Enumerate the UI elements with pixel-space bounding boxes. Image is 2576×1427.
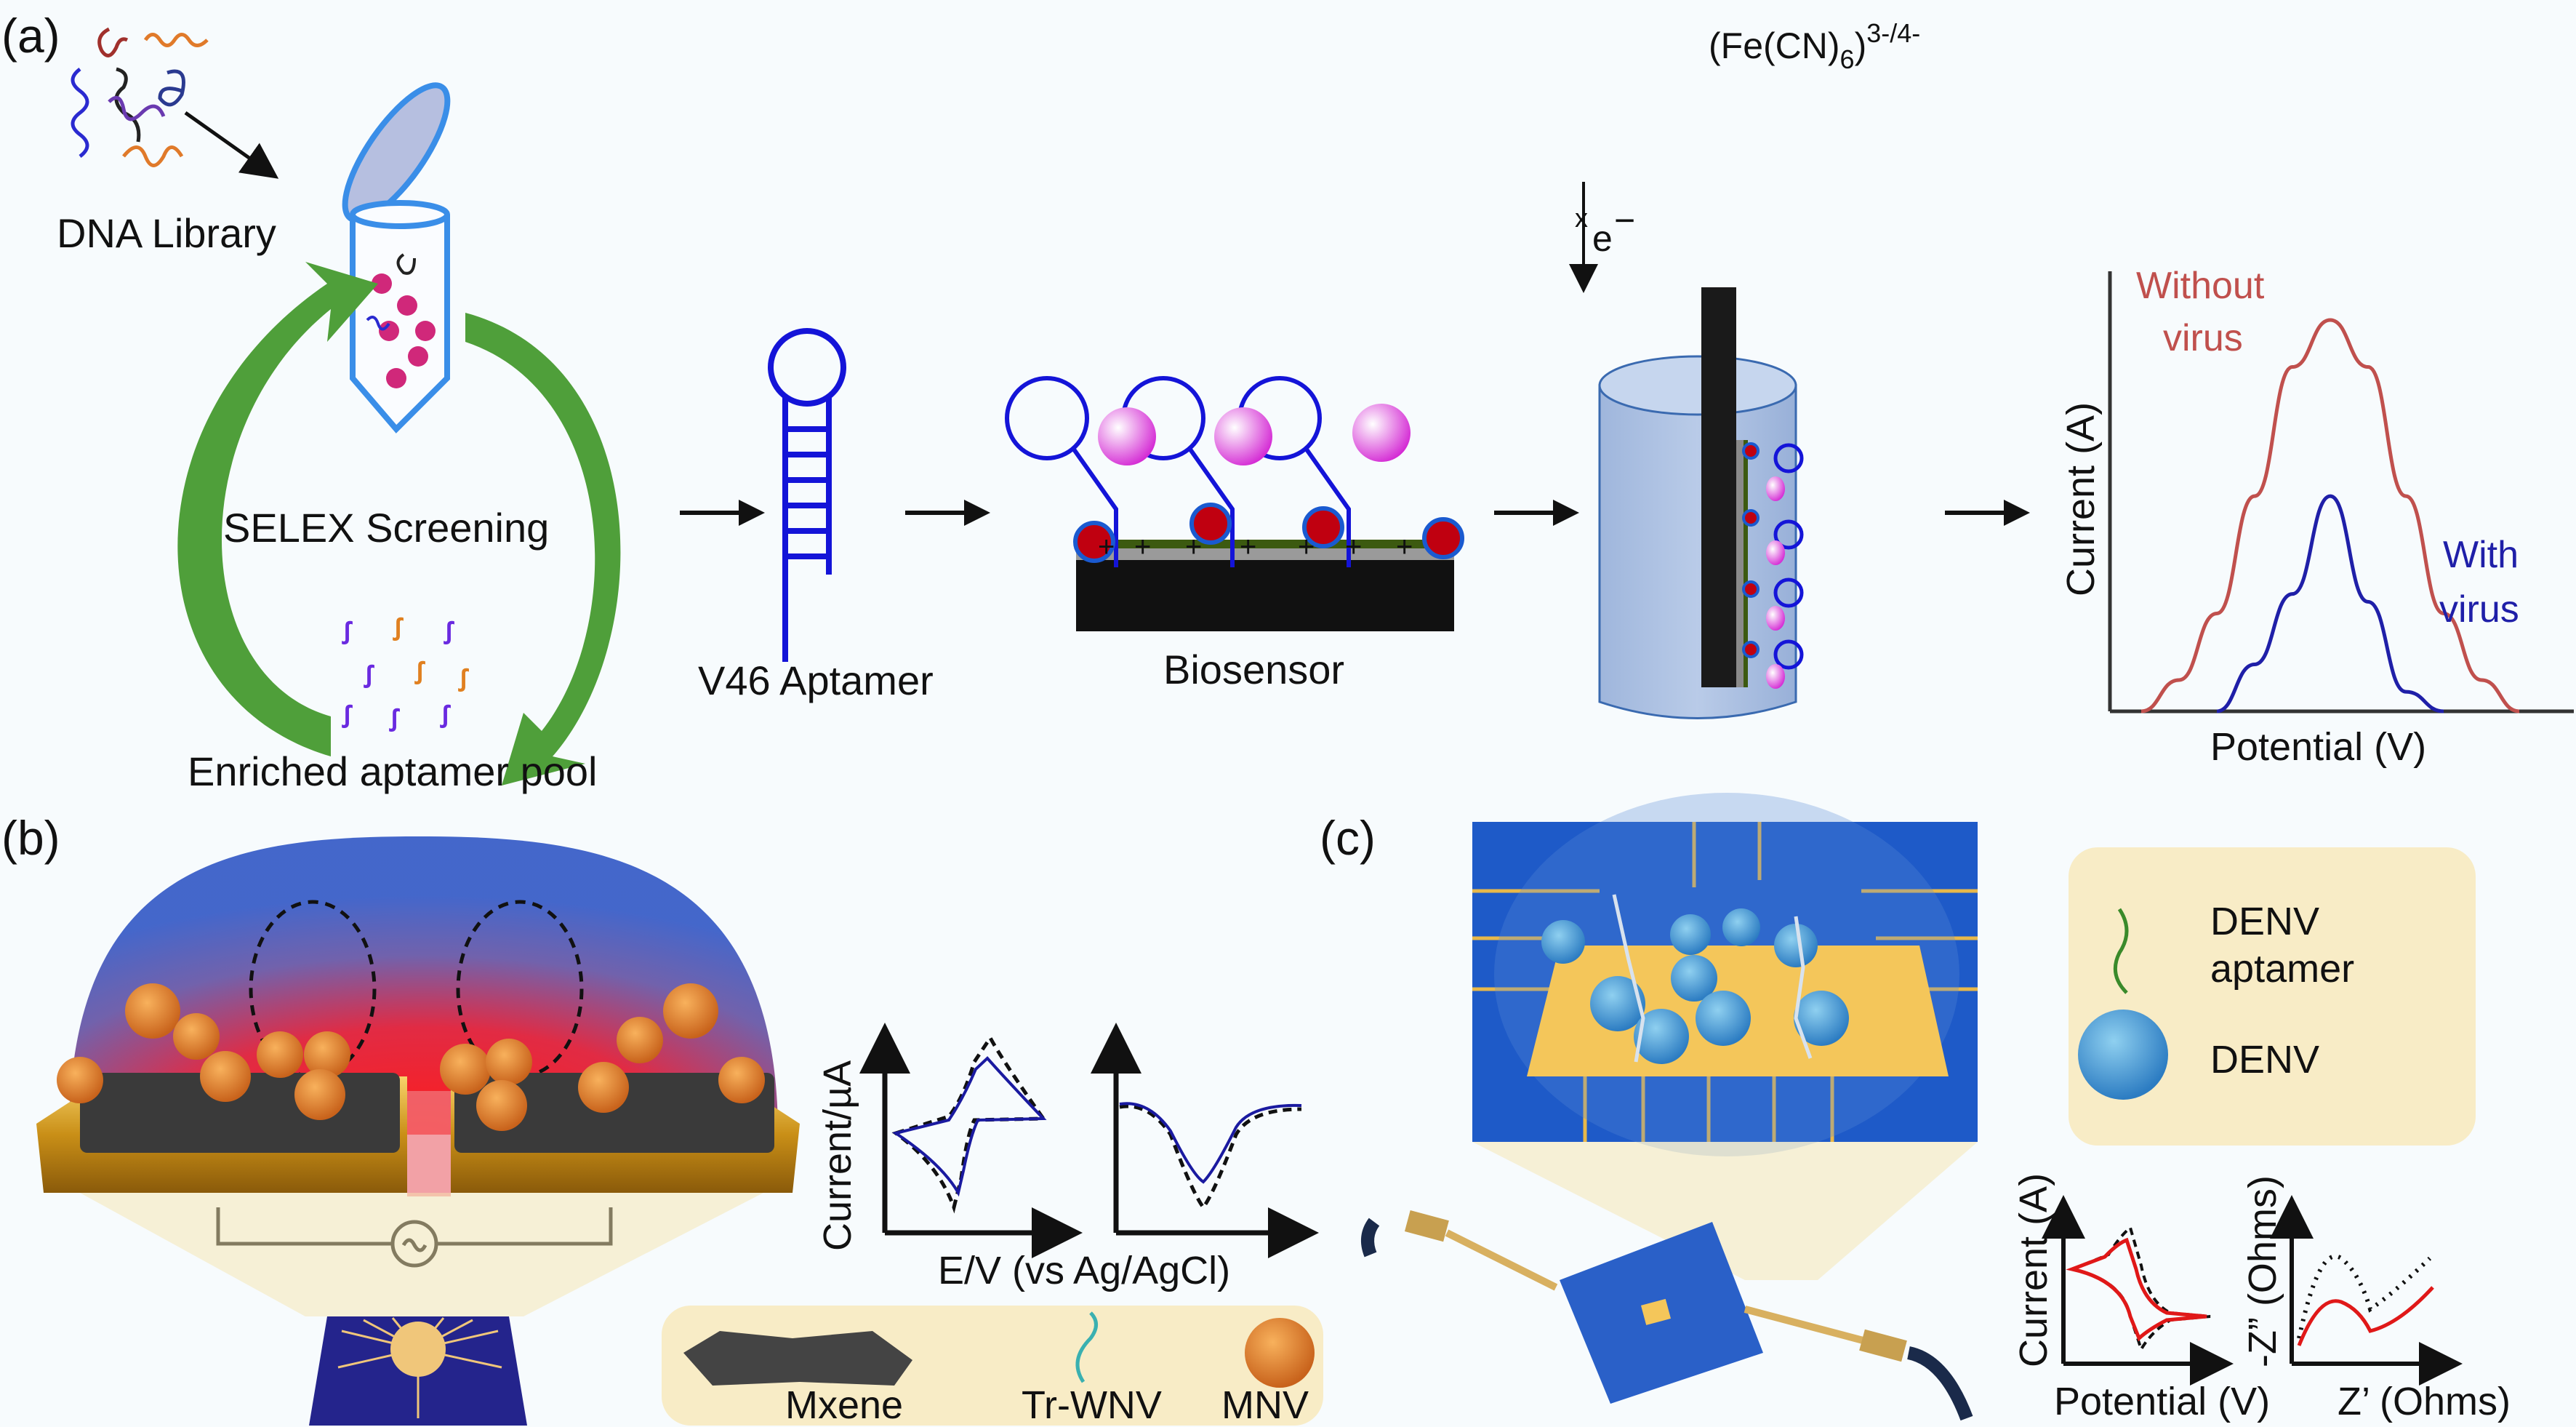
x-axis-label: Potential (V) (2210, 725, 2426, 769)
selex-label: SELEX Screening (223, 505, 549, 551)
cv-curve-solid (892, 1056, 1047, 1197)
svg-text:e: e (1592, 218, 1613, 259)
panel-label-b: (b) (1, 811, 60, 865)
svg-text:+: + (1396, 531, 1413, 563)
selex-cycle-arrows (177, 262, 621, 786)
field-loops (249, 900, 584, 1079)
svg-text:+: + (1098, 531, 1115, 563)
svg-text:ꭍ: ꭍ (342, 618, 353, 650)
series-with-virus (2216, 494, 2444, 714)
y-axis-label: Current (A) (2012, 1173, 2055, 1367)
panel-a: (a) DNA Library (1, 9, 2574, 794)
aptamer-label: V46 Aptamer (698, 657, 934, 703)
electrode-pads (36, 1073, 800, 1196)
svg-text:ꭍ: ꭍ (364, 662, 374, 694)
svg-text:ꭍ: ꭍ (444, 618, 454, 650)
legend-label-mxene: Mxene (785, 1383, 903, 1427)
x-axis-label: E/V (vs Ag/AgCl) (938, 1249, 1230, 1292)
svg-text:−: − (1614, 200, 1635, 241)
dna-library-label: DNA Library (57, 210, 276, 256)
svg-text:ꭍ: ꭍ (389, 705, 400, 738)
chart-c-cv: Current (A) Potential (V) (2012, 1173, 2270, 1423)
enriched-pool-icon: ꭍ ꭍ ꭍ ꭍ ꭍ ꭍ ꭍ ꭍ ꭍ (342, 615, 469, 738)
y-axis-label: Current/µA (816, 1060, 859, 1251)
svg-text:+: + (1134, 531, 1151, 563)
svg-text:ꭍ: ꭍ (440, 702, 451, 734)
series-label-with-virus: With (2443, 534, 2519, 576)
nyquist-curve-solid (2297, 1286, 2434, 1346)
sensor-closeup-image (1472, 793, 1978, 1156)
dna-library-icon (71, 27, 279, 179)
x-axis-label: Potential (V) (2054, 1380, 2270, 1423)
mnv-icon (1245, 1318, 1315, 1388)
chart-c-nyquist: -Z” (Ohms) Z’ (Ohms) (2241, 1175, 2511, 1423)
mnv-virus-particles (57, 983, 765, 1131)
panel-label-a: (a) (1, 9, 60, 63)
legend-label-tr-wnv: Tr-WNV (1022, 1383, 1162, 1427)
series-label-without-virus: Without (2136, 265, 2265, 307)
biosensor-icon: + + + + + + + (1005, 376, 1464, 631)
legend-c: DENV aptamer DENV (2069, 847, 2476, 1146)
probe-station-icon (1361, 1210, 1973, 1421)
svg-text:+: + (1185, 531, 1202, 563)
svg-text:ꭍ: ꭍ (393, 615, 404, 647)
electric-field-dome (69, 836, 778, 1135)
panel-b: (b) (1, 811, 1323, 1427)
nyquist-curve-dotted (2297, 1254, 2432, 1339)
biosensor-label: Biosensor (1163, 647, 1344, 692)
panel-label-c: (c) (1320, 811, 1376, 865)
cv-curve-solid (2066, 1237, 2207, 1342)
cv-curve-dashed (891, 1034, 1047, 1214)
zoom-projection (80, 1193, 763, 1316)
legend-label-denv-aptamer-line2: aptamer (2210, 947, 2354, 991)
svg-text:+: + (1240, 531, 1256, 563)
electrochemical-cell-icon (1598, 287, 1804, 719)
enriched-pool-label: Enriched aptamer pool (188, 748, 597, 794)
redox-probe-label: (Fe(CN)6)3-/4- (1709, 18, 1920, 74)
tr-wnv-aptamer-icon (1075, 1311, 1098, 1383)
svg-text:+: + (1298, 531, 1315, 563)
dpv-curve-dashed (1119, 1104, 1302, 1211)
legend-label-mnv: MNV (1221, 1383, 1309, 1427)
chart-b-cv: Current/µA (816, 1023, 1083, 1258)
series-label-without-virus-line2: virus (2163, 317, 2243, 359)
svg-text:ꭍ: ꭍ (458, 665, 469, 697)
aptamer-hairpin-icon (768, 328, 846, 662)
legend-b: Mxene Tr-WNV MNV (662, 1306, 1323, 1427)
x-axis-label: Z’ (Ohms) (2338, 1380, 2511, 1423)
tube-icon (342, 82, 451, 433)
panel-c: (c) (1320, 793, 2511, 1423)
svg-text:+: + (1345, 531, 1362, 563)
svg-text:x: x (1575, 203, 1588, 233)
y-axis-label: -Z” (Ohms) (2241, 1175, 2284, 1367)
svg-text:ꭍ: ꭍ (342, 702, 353, 734)
legend-label-denv: DENV (2210, 1038, 2319, 1082)
denv-aptamer-icon (2113, 908, 2129, 994)
zoom-projection (1472, 1142, 1978, 1280)
series-label-with-virus-line2: virus (2439, 588, 2519, 631)
chart-b-dpv (1091, 1023, 1319, 1258)
denv-icon (2078, 1010, 2168, 1100)
series-without-virus (2140, 318, 2520, 714)
chip-icon (309, 1316, 527, 1426)
chart-a: Without virus With virus Current (A) Pot… (2059, 265, 2574, 769)
electron-transfer-arrow: x e − (1569, 182, 1635, 293)
legend-label-denv-aptamer: DENV (2210, 900, 2319, 943)
dpv-curve-solid (1119, 1102, 1302, 1184)
y-axis-label: Current (A) (2059, 402, 2103, 596)
mxene-icon (683, 1331, 912, 1386)
svg-text:ꭍ: ꭍ (414, 658, 425, 690)
